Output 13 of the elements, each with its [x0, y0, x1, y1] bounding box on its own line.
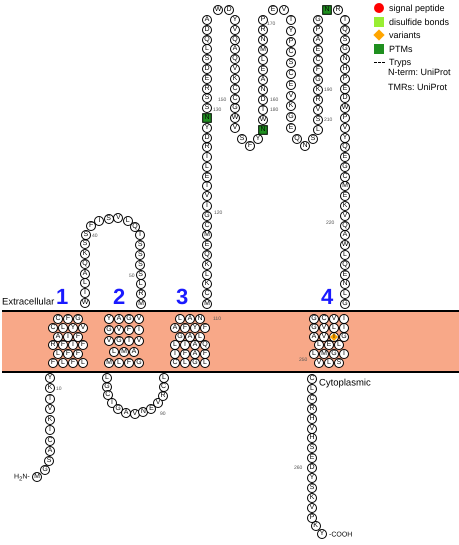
helix-number: 3 — [176, 284, 188, 310]
helix-number: 2 — [113, 284, 126, 310]
source-note: TMRs: UniProt — [388, 82, 448, 92]
legend-text: variants — [389, 30, 421, 40]
legend-text: disulfide bonds — [389, 16, 450, 26]
helix-number: 4 — [321, 284, 334, 310]
legend-text: PTMs — [389, 44, 412, 54]
legend-text: signal peptide — [389, 3, 445, 13]
region-label: Extracellular — [2, 296, 54, 308]
source-note: N-term: UniProt — [388, 67, 451, 77]
helix-number: 1 — [56, 284, 68, 310]
legend-text: Tryps — [389, 57, 412, 67]
region-label: Cytoplasmic — [319, 378, 371, 388]
